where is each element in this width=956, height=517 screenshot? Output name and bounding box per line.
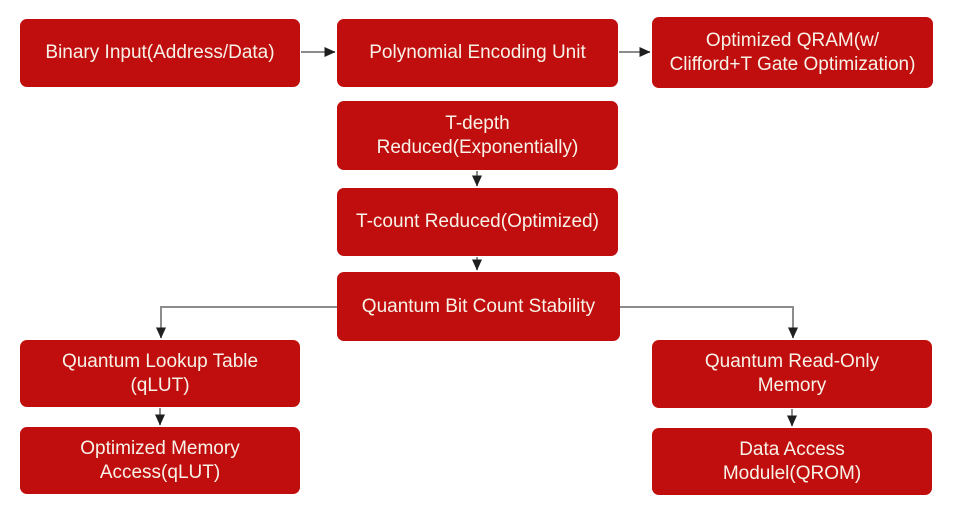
node-optimized-qram: Optimized QRAM(w/ Clifford+T Gate Optimi…	[652, 17, 933, 88]
node-quantum-read-only-memory: Quantum Read-Only Memory	[652, 340, 932, 408]
node-optimized-memory-access: Optimized Memory Access(qLUT)	[20, 427, 300, 494]
node-t-count-reduced: T-count Reduced(Optimized)	[337, 188, 618, 256]
node-quantum-lookup-table: Quantum Lookup Table (qLUT)	[20, 340, 300, 407]
edge-qubit-stability-to-qlut	[156, 306, 337, 339]
node-t-depth-reduced: T-depth Reduced(Exponentially)	[337, 101, 618, 170]
node-polynomial-encoding-unit: Polynomial Encoding Unit	[337, 19, 618, 87]
edge-qubit-stability-to-qrom	[620, 306, 798, 339]
node-data-access-module: Data Access Modulel(QROM)	[652, 428, 932, 495]
node-binary-input: Binary Input(Address/Data)	[20, 19, 300, 87]
node-quantum-bit-count-stability: Quantum Bit Count Stability	[337, 272, 620, 341]
